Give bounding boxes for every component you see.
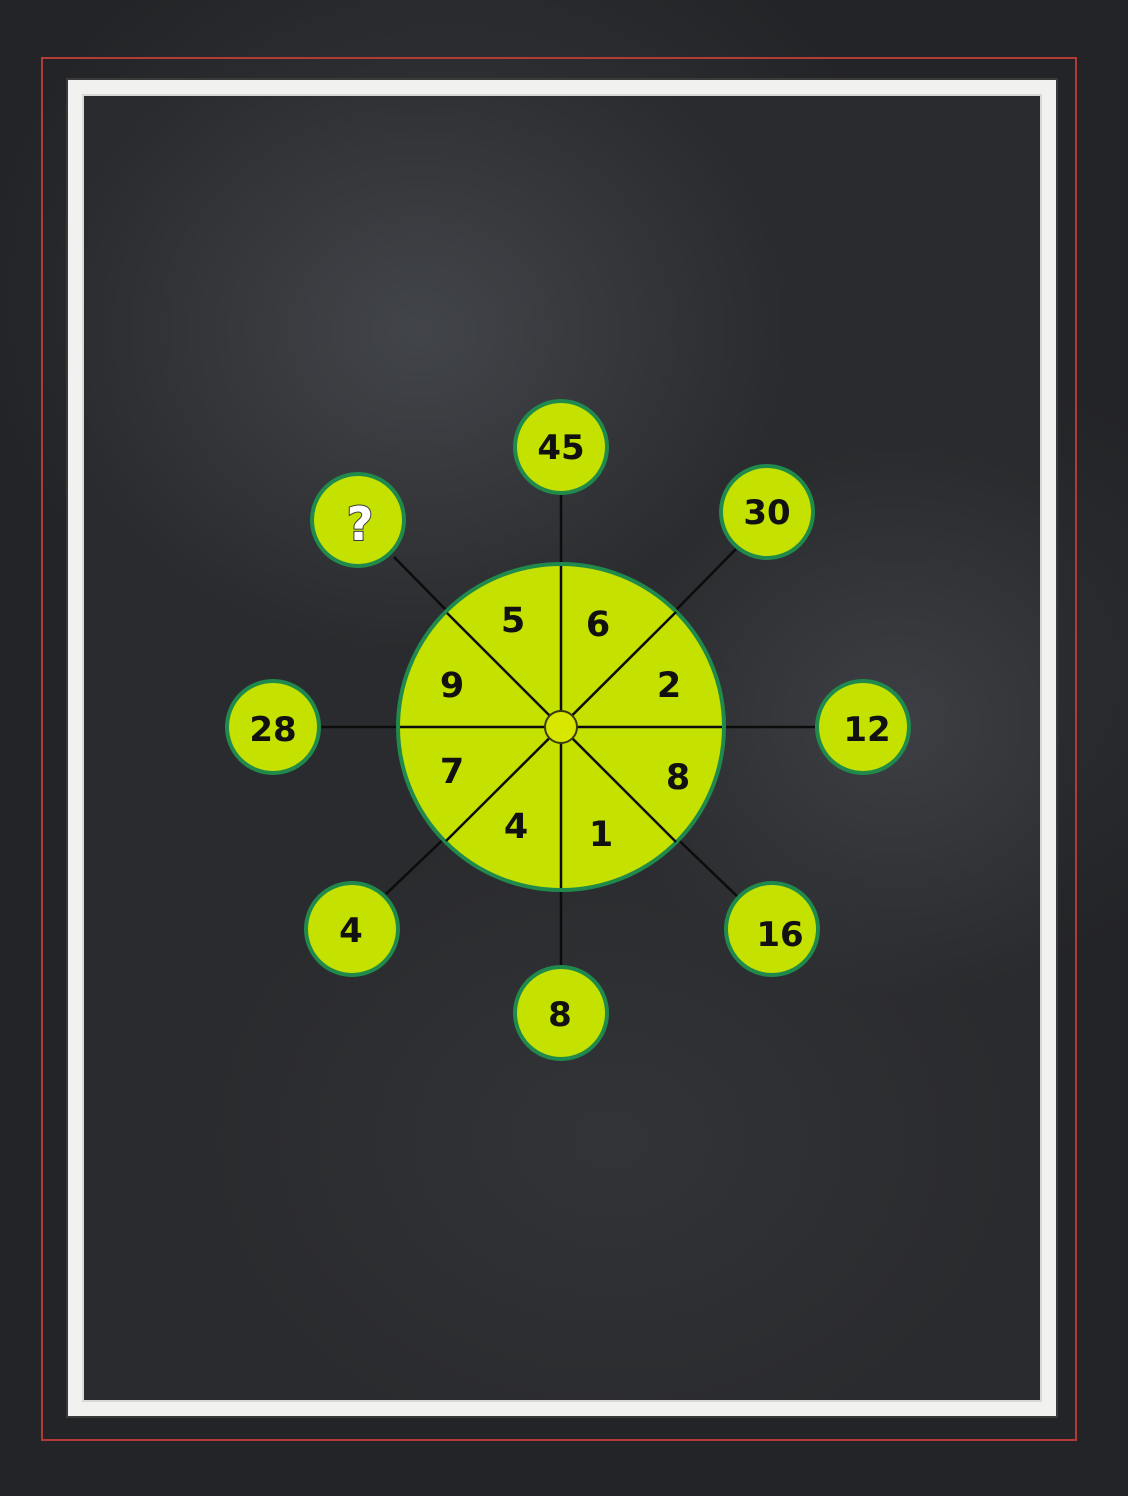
- outer-circle-shape: [225, 679, 321, 775]
- outer-circle-bottom: 8: [513, 965, 609, 1061]
- outer-number: 16: [756, 915, 803, 955]
- outer-circle-shape: [304, 881, 400, 977]
- outer-number: 12: [843, 710, 890, 750]
- segment-number: 1: [589, 815, 613, 855]
- outer-circle-top-right: 30: [719, 464, 815, 560]
- outer-circle-top-left-missing: ?: [310, 472, 406, 568]
- segment-number: 6: [586, 605, 610, 645]
- outer-number: 8: [548, 995, 572, 1035]
- segment-number: 5: [501, 601, 525, 641]
- segment-number: 9: [440, 666, 464, 706]
- segment-number: 2: [657, 666, 681, 706]
- inner-numbers: 5 6 2 8 1 4 7 9: [440, 601, 690, 855]
- outer-circles: 45 30 12 16 8 4 28 ?: [225, 399, 911, 1061]
- white-chalk-frame: [68, 80, 1056, 1416]
- outer-circle-shape: [513, 399, 609, 495]
- segment-number: 7: [440, 752, 464, 792]
- outer-circle-left: 28: [225, 679, 321, 775]
- outer-circle-shape: [724, 881, 820, 977]
- outer-number: 4: [339, 911, 363, 951]
- outer-number: 28: [249, 710, 296, 750]
- outer-circle-right: 12: [815, 679, 911, 775]
- segment-number: 8: [666, 758, 690, 798]
- outer-circle-shape: [310, 472, 406, 568]
- wheel-hub: [544, 710, 578, 744]
- outer-circle-shape: [513, 965, 609, 1061]
- outer-number: 30: [743, 493, 790, 533]
- outer-circle-top: 45: [513, 399, 609, 495]
- outer-number: 45: [537, 428, 584, 468]
- segment-number: 4: [504, 807, 528, 847]
- outer-circle-bottom-left: 4: [304, 881, 400, 977]
- outer-circle-bottom-right: 16: [724, 881, 820, 977]
- outer-red-border: [41, 57, 1077, 1441]
- outer-circle-shape: [815, 679, 911, 775]
- question-mark: ?: [347, 497, 374, 551]
- outer-circle-shape: [719, 464, 815, 560]
